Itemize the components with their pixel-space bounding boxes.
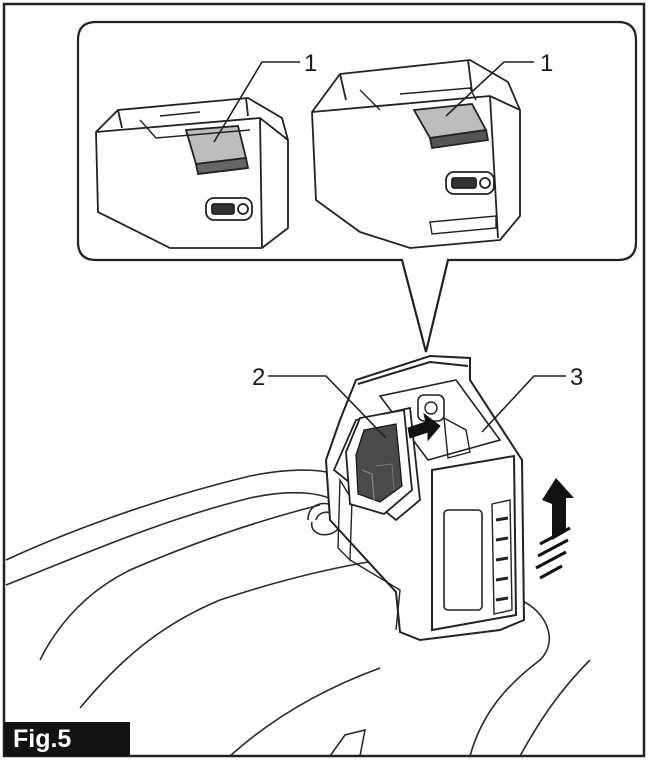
battery-pack-inserted <box>345 408 413 516</box>
battery-small <box>95 97 289 249</box>
callout-2: 2 <box>252 364 265 391</box>
callout-3: 3 <box>570 364 583 391</box>
leader-lines <box>213 61 566 439</box>
battery-large <box>311 59 521 249</box>
callout-1-right: 1 <box>540 50 553 77</box>
slide-up-arrow <box>535 478 574 580</box>
callout-1-left: 1 <box>304 50 317 77</box>
insert-direction-arrow <box>407 412 441 442</box>
figure-label: Fig.5 <box>4 722 130 756</box>
mower-body <box>5 469 591 757</box>
